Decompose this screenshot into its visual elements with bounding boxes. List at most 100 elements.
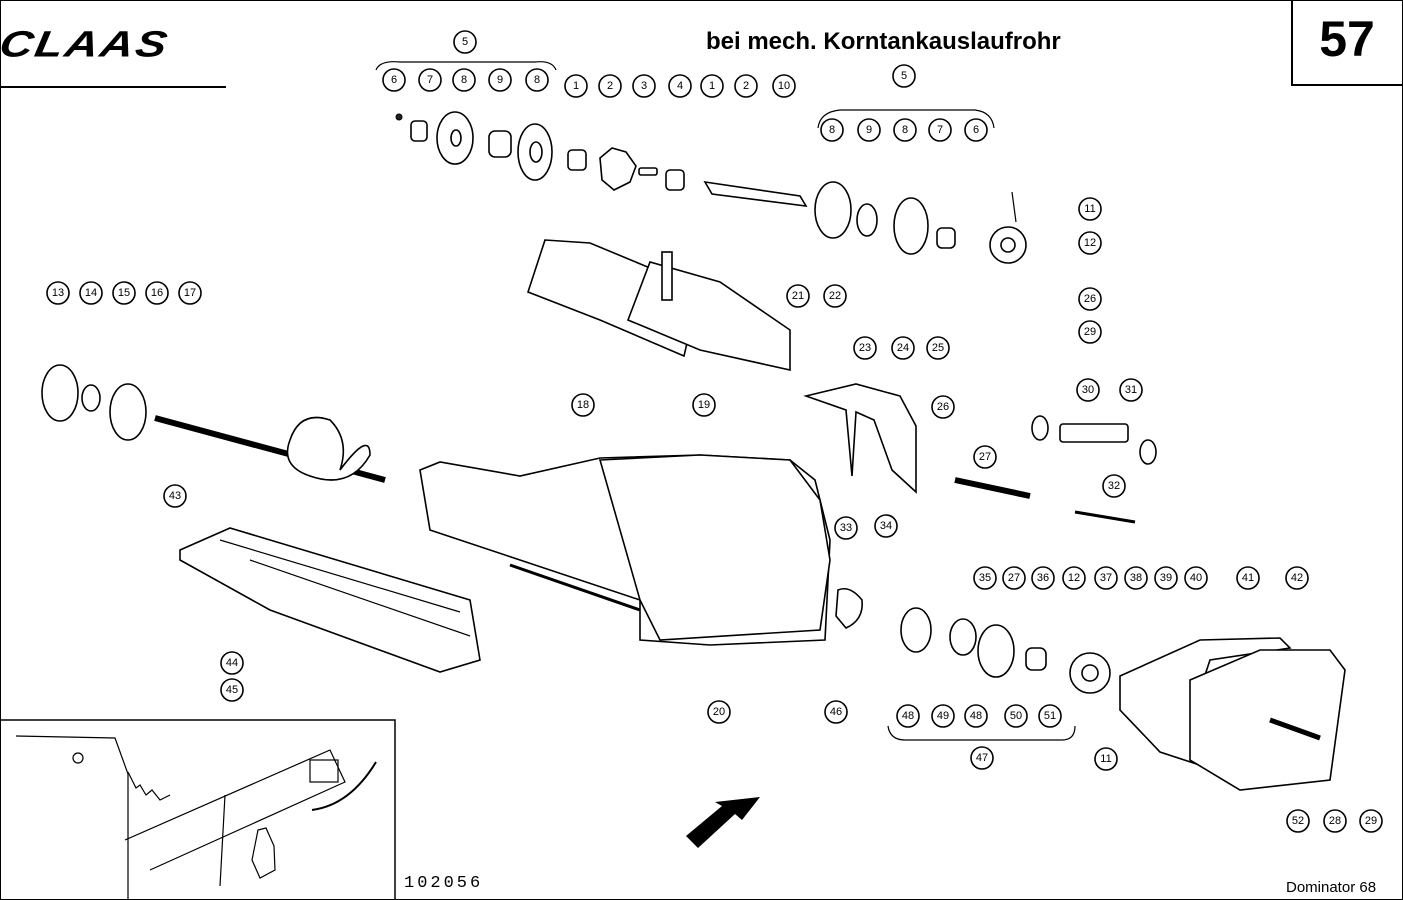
group-5-bracket-left <box>375 61 557 71</box>
callout-label-2: 2 <box>734 74 758 98</box>
svg-text:6: 6 <box>973 124 979 136</box>
callout-label-4: 4 <box>668 74 692 98</box>
svg-text:13: 13 <box>52 287 64 299</box>
callout-label-2: 2 <box>598 74 622 98</box>
callout-label-29: 29 <box>1359 809 1383 833</box>
document-number: 102056 <box>404 874 484 893</box>
svg-text:11: 11 <box>1100 753 1111 765</box>
callout-label-6: 6 <box>382 68 406 92</box>
callout-label-12: 12 <box>1062 566 1086 590</box>
svg-text:15: 15 <box>118 287 130 299</box>
svg-text:22: 22 <box>829 290 841 302</box>
callout-label-8: 8 <box>820 118 844 142</box>
svg-text:12: 12 <box>1084 237 1096 249</box>
callout-label-38: 38 <box>1124 566 1148 590</box>
top-shaft-parts <box>395 111 808 208</box>
callout-label-5: 5 <box>453 30 477 54</box>
svg-text:33: 33 <box>840 522 852 534</box>
callout-label-28: 28 <box>1323 809 1347 833</box>
svg-text:1: 1 <box>709 80 715 92</box>
svg-text:29: 29 <box>1365 815 1377 827</box>
svg-text:24: 24 <box>897 342 909 354</box>
svg-text:27: 27 <box>1008 572 1020 584</box>
svg-text:23: 23 <box>859 342 871 354</box>
callout-label-52: 52 <box>1286 809 1310 833</box>
callout-label-34: 34 <box>874 514 898 538</box>
callout-label-15: 15 <box>112 281 136 305</box>
callout-label-47: 47 <box>970 746 994 770</box>
callout-label-9: 9 <box>857 118 881 142</box>
svg-text:5: 5 <box>901 70 907 82</box>
callout-label-32: 32 <box>1102 474 1126 498</box>
svg-text:10: 10 <box>778 80 790 92</box>
callout-label-19: 19 <box>692 393 716 417</box>
svg-text:3: 3 <box>641 80 647 92</box>
svg-text:18: 18 <box>577 399 589 411</box>
svg-text:49: 49 <box>937 710 949 722</box>
callout-label-31: 31 <box>1119 378 1143 402</box>
callout-label-36: 36 <box>1031 566 1055 590</box>
protective-grill <box>179 527 481 673</box>
svg-text:31: 31 <box>1125 384 1137 396</box>
callout-label-30: 30 <box>1076 378 1100 402</box>
svg-text:20: 20 <box>713 706 725 718</box>
right-bearing-group <box>814 181 1027 264</box>
main-housing <box>419 454 831 646</box>
svg-text:14: 14 <box>85 287 97 299</box>
svg-text:21: 21 <box>792 290 804 302</box>
direction-arrow <box>686 797 760 848</box>
callout-label-29: 29 <box>1078 320 1102 344</box>
logo-underline <box>0 86 226 88</box>
svg-text:35: 35 <box>979 572 991 584</box>
right-side-parts <box>835 415 1346 791</box>
callout-label-6: 6 <box>964 118 988 142</box>
callout-label-25: 25 <box>926 336 950 360</box>
svg-text:16: 16 <box>151 287 163 299</box>
callout-label-23: 23 <box>853 336 877 360</box>
svg-text:7: 7 <box>427 74 433 86</box>
svg-text:8: 8 <box>534 74 540 86</box>
callout-label-11: 11 <box>1078 197 1102 221</box>
callout-label-16: 16 <box>145 281 169 305</box>
callout-label-41: 41 <box>1236 566 1260 590</box>
svg-text:48: 48 <box>902 710 914 722</box>
svg-text:19: 19 <box>698 399 710 411</box>
group-5-bracket-right <box>817 109 995 129</box>
svg-text:11: 11 <box>1084 203 1095 215</box>
callout-label-35: 35 <box>973 566 997 590</box>
callout-label-44: 44 <box>220 651 244 675</box>
page-number: 57 <box>1319 11 1375 67</box>
callout-label-8: 8 <box>452 68 476 92</box>
callout-label-51: 51 <box>1038 704 1062 728</box>
callout-label-24: 24 <box>891 336 915 360</box>
page-number-box <box>1291 0 1403 86</box>
callout-label-14: 14 <box>79 281 103 305</box>
callout-label-17: 17 <box>178 281 202 305</box>
callout-label-45: 45 <box>220 678 244 702</box>
callout-label-26: 26 <box>1078 287 1102 311</box>
callout-label-11: 11 <box>1094 747 1118 771</box>
svg-text:42: 42 <box>1291 572 1303 584</box>
svg-text:1: 1 <box>573 80 579 92</box>
svg-text:29: 29 <box>1084 326 1096 338</box>
svg-text:44: 44 <box>226 657 238 669</box>
svg-text:9: 9 <box>497 74 503 86</box>
callout-label-1: 1 <box>564 74 588 98</box>
callout-label-7: 7 <box>418 68 442 92</box>
svg-text:28: 28 <box>1329 815 1341 827</box>
svg-text:26: 26 <box>1084 293 1096 305</box>
group-47-bracket <box>887 725 1076 741</box>
callout-label-50: 50 <box>1004 704 1028 728</box>
callout-label-13: 13 <box>46 281 70 305</box>
svg-text:36: 36 <box>1037 572 1049 584</box>
svg-text:5: 5 <box>462 36 468 48</box>
svg-text:45: 45 <box>226 684 238 696</box>
svg-text:27: 27 <box>979 451 991 463</box>
svg-text:39: 39 <box>1160 572 1172 584</box>
chute-cover <box>803 383 917 494</box>
svg-text:6: 6 <box>391 74 397 86</box>
svg-text:8: 8 <box>902 124 908 136</box>
svg-text:30: 30 <box>1082 384 1094 396</box>
